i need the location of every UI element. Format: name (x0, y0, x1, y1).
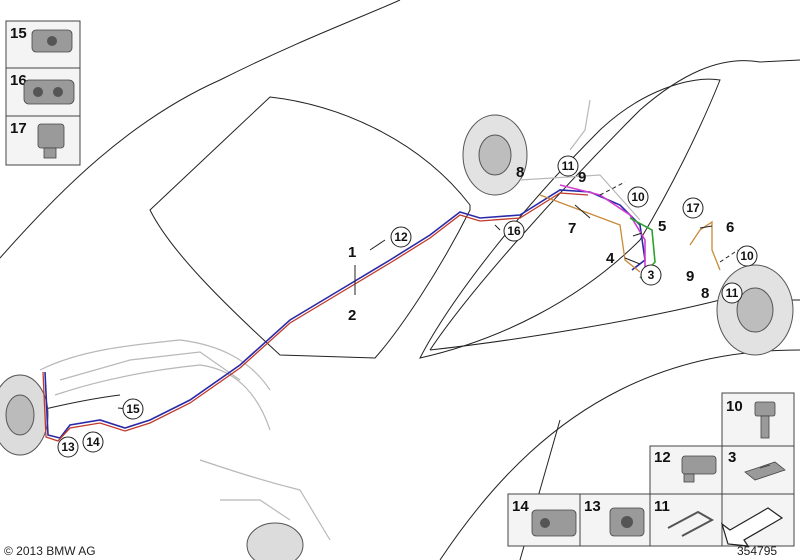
bracket-3-icon (744, 461, 786, 481)
brake-lines (42, 181, 739, 442)
legend-10-num: 10 (726, 398, 743, 415)
legend-left: 15 16 17 (5, 20, 81, 166)
callout-8-top: 8 (516, 164, 524, 181)
callout-3: 3 (648, 268, 655, 282)
callout-5: 5 (658, 218, 666, 235)
callouts-circled (57, 155, 758, 458)
legend-15-num: 15 (10, 25, 27, 42)
legend-11-num: 11 (654, 498, 670, 515)
legend-12-num: 12 (654, 449, 671, 466)
callout-9-top: 9 (578, 169, 586, 186)
callout-14: 14 (86, 435, 100, 449)
legend-13-num: 13 (584, 498, 601, 515)
callout-6: 6 (726, 219, 734, 236)
clip-17-icon (37, 123, 65, 159)
callout-10-top: 10 (631, 190, 645, 204)
callout-7: 7 (568, 220, 576, 237)
callout-12: 12 (394, 230, 408, 244)
leader-lines (117, 204, 713, 411)
legend-3-num: 3 (728, 449, 736, 466)
brake-line-red (42, 192, 589, 442)
callout-15: 15 (126, 402, 140, 416)
callout-11-bottom: 11 (726, 286, 739, 300)
callout-1: 1 (348, 244, 356, 261)
legend-16-num: 16 (10, 72, 27, 89)
front-arrow-icon (720, 507, 784, 547)
callout-11-top: 11 (562, 159, 575, 173)
callouts-plain: 1 2 4 5 6 7 8 9 8 9 (348, 164, 734, 324)
callout-16: 16 (507, 224, 521, 238)
spring-clip-icon (667, 510, 715, 537)
front-suspension (0, 339, 331, 560)
callouts-circled-text: 12 15 16 11 10 3 17 10 11 13 14 (61, 159, 754, 454)
legend-right: 10 12 3 14 13 11 (507, 392, 795, 547)
brake-line-magenta (559, 184, 646, 275)
rear-suspension (462, 99, 794, 356)
clip-15-icon (31, 29, 73, 53)
callout-4: 4 (606, 250, 615, 267)
clip-16-icon (23, 79, 75, 105)
callout-17: 17 (686, 201, 700, 215)
clip-13-icon (609, 507, 645, 537)
bolt-icon (754, 401, 776, 439)
callout-10-bottom: 10 (740, 249, 754, 263)
legend-17-num: 17 (10, 120, 27, 137)
legend-14-num: 14 (512, 498, 529, 515)
callout-13: 13 (61, 440, 75, 454)
diagram-number: 354795 (737, 544, 777, 558)
callout-8-bottom: 8 (701, 285, 709, 302)
callout-9-bottom: 9 (686, 268, 694, 285)
clip-12-icon (681, 455, 717, 483)
callout-2: 2 (348, 307, 356, 324)
brake-line-orange (539, 194, 721, 273)
clip-14-icon (531, 509, 577, 537)
copyright: © 2013 BMW AG (4, 544, 96, 558)
